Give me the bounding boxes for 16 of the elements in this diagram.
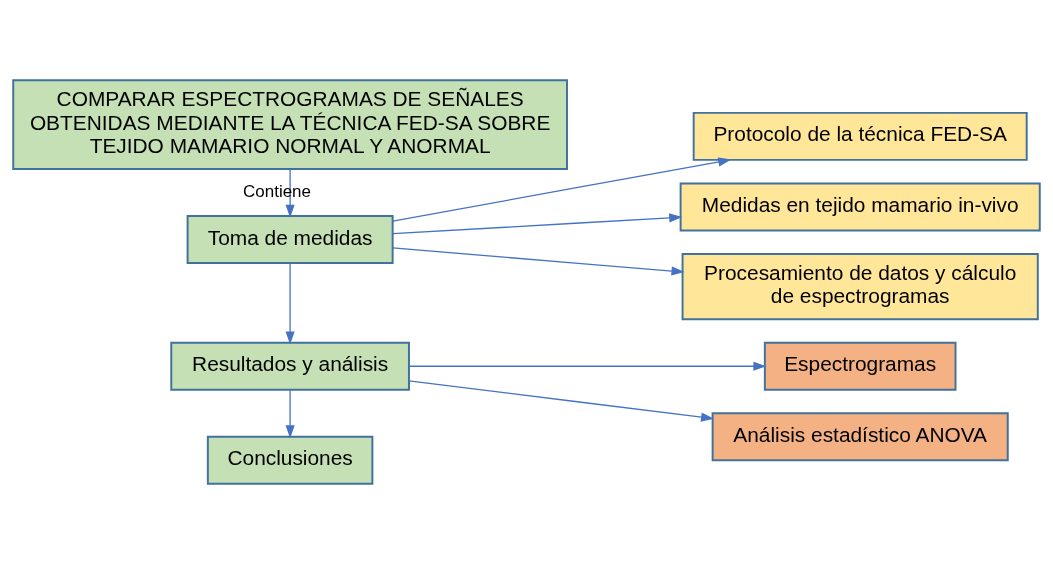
arrow bbox=[408, 361, 767, 371]
arrow bbox=[392, 157, 732, 222]
node-box: Conclusiones bbox=[206, 435, 374, 485]
node-box: COMPARAR ESPECTROGRAMAS DE SEÑALES OBTENIDAS MEDIANTE LA TÉCNICA FED-SA SOBRE TEJIDO MAMARIO NORMAL Y ANORMAL bbox=[12, 79, 568, 170]
node-box: Toma de medidas bbox=[186, 215, 394, 265]
arrow bbox=[392, 247, 685, 276]
arrow bbox=[408, 380, 715, 422]
node-box: Espectrogramas bbox=[763, 341, 957, 391]
node-box: Análisis estadístico ANOVA bbox=[711, 412, 1009, 462]
node-box: Procesamiento de datos y cálculo de espectrogramas bbox=[681, 252, 1039, 321]
node-box: Resultados y análisis bbox=[170, 341, 410, 391]
arrow bbox=[392, 213, 683, 235]
arrow bbox=[285, 389, 295, 439]
arrow bbox=[285, 262, 295, 345]
node-box: Medidas en tejido mamario in-vivo bbox=[679, 182, 1041, 232]
node-box: Protocolo de la técnica FED-SA bbox=[692, 111, 1028, 161]
